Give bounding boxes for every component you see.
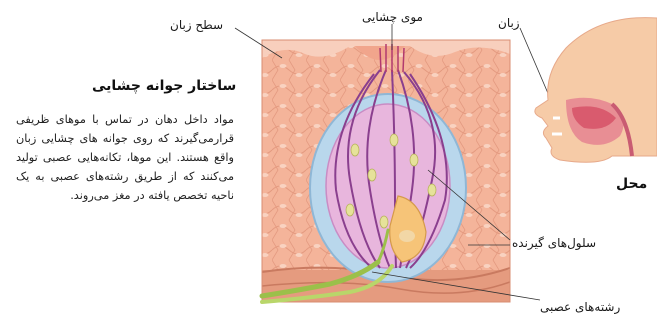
tongue-surface-label: سطح زبان <box>170 18 223 32</box>
panel-title: ساختار جوانه چشایی <box>92 78 236 94</box>
taste-hair-label: موی چشایی <box>362 10 423 24</box>
head-illustration <box>535 18 657 163</box>
receptor-cells-label: سلول‌های گیرنده <box>512 236 596 250</box>
panel-body-text: مواد داخل دهان در تماس با موهای ظریفی قر… <box>16 110 234 205</box>
location-label: محل <box>616 176 647 192</box>
nerve-fibers-label: رشته‌های عصبی <box>540 300 620 314</box>
tongue-label: زبان <box>498 16 520 30</box>
